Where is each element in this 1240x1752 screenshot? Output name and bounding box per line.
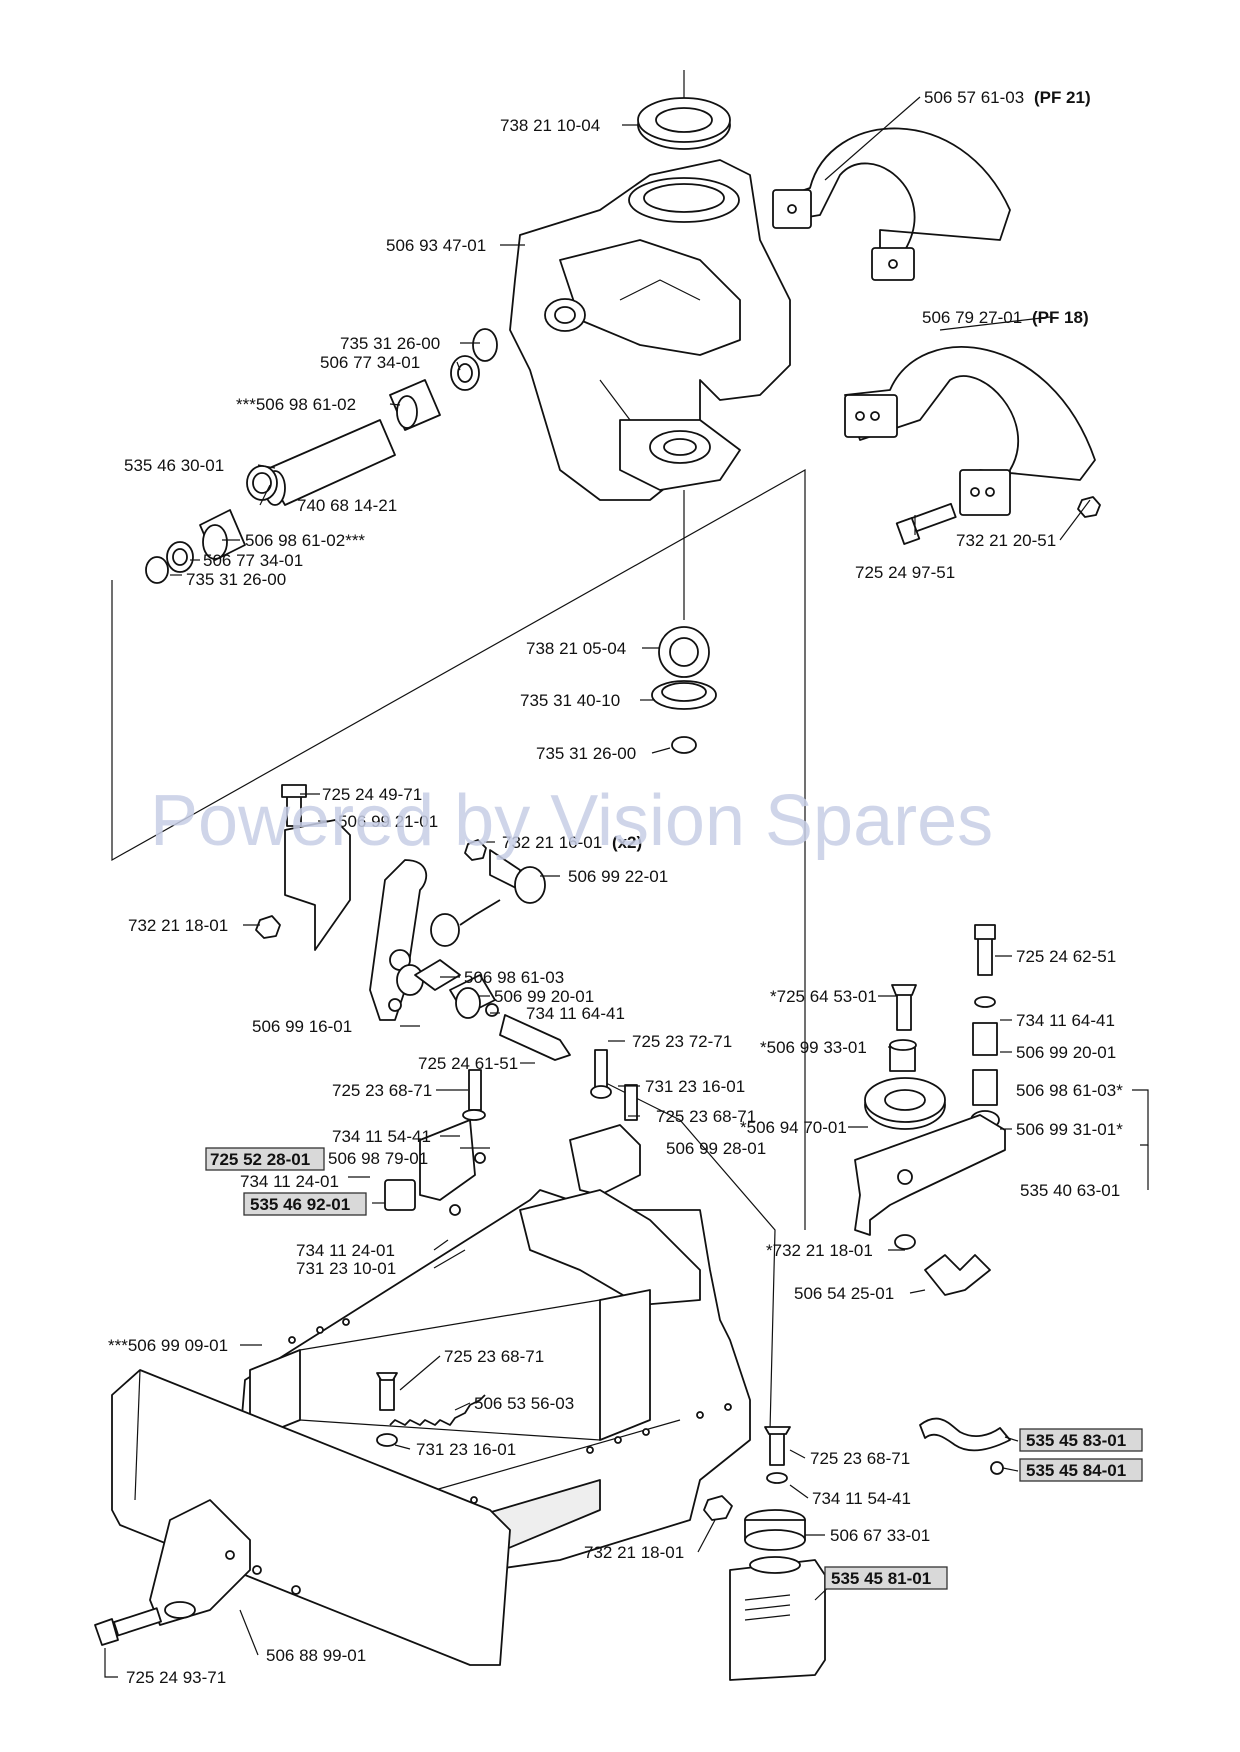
part-label: 506 98 61-03* xyxy=(1016,1081,1123,1100)
part-label: 506 93 47-01 xyxy=(386,236,486,255)
part-label: ***506 99 09-01 xyxy=(108,1336,228,1355)
part-label: 735 31 26-00 xyxy=(536,744,636,763)
part-label: 725 24 61-51 xyxy=(418,1054,518,1073)
hitch-nut xyxy=(703,1495,733,1521)
part-label: 725 23 68-71 xyxy=(332,1081,432,1100)
part-label: ***506 98 61-02 xyxy=(236,395,356,414)
part-label: 738 21 10-04 xyxy=(500,116,600,135)
part-label: 734 11 54-41 xyxy=(812,1489,911,1508)
part-label: 734 11 64-41 xyxy=(526,1004,625,1023)
reservoir-hose xyxy=(919,1417,1011,1475)
part-label: 738 21 05-04 xyxy=(526,639,626,658)
part-label: 506 77 34-01 xyxy=(203,551,303,570)
part-label: 506 99 20-01 xyxy=(494,987,594,1006)
part-label: 731 23 16-01 xyxy=(416,1440,516,1459)
part-label: 732 21 20-51 xyxy=(956,531,1056,550)
part-label: 506 98 79-01 xyxy=(328,1149,428,1168)
part-label: 732 21 16-01 (x2) xyxy=(502,833,642,852)
part-label: 506 79 27-01 (PF 18) xyxy=(922,308,1089,327)
part-label: 506 99 20-01 xyxy=(1016,1043,1116,1062)
part-label: 725 23 68-71 xyxy=(656,1107,756,1126)
part-label: *506 99 33-01 xyxy=(760,1038,867,1057)
lower-bearing-stack xyxy=(651,490,717,754)
assembly-boundary-line-2 xyxy=(599,1079,776,1431)
part-label: 506 57 61-03 (PF 21) xyxy=(924,88,1091,107)
idler-assembly xyxy=(854,924,1006,1296)
annotation-pf21: (PF 21) xyxy=(1034,88,1091,107)
part-label: *506 94 70-01 xyxy=(740,1118,847,1137)
part-label: 506 77 34-01 xyxy=(320,353,420,372)
annotation-pf18: (PF 18) xyxy=(1032,308,1089,327)
steering-linkage xyxy=(255,784,571,1061)
pivot-pin-stack xyxy=(145,328,498,584)
part-label: 735 31 26-00 xyxy=(340,334,440,353)
part-label: 506 98 61-02*** xyxy=(245,531,365,550)
belt-guide-bracket xyxy=(569,1049,641,1196)
part-label: 506 88 99-01 xyxy=(266,1646,366,1665)
part-label: *725 64 53-01 xyxy=(770,987,877,1006)
tension-spring xyxy=(376,1372,486,1447)
part-label: 535 46 30-01 xyxy=(124,456,224,475)
part-label: 734 11 64-41 xyxy=(1016,1011,1115,1030)
top-bearing xyxy=(637,70,731,150)
highlighted-part-label: 725 52 28-01 xyxy=(210,1150,310,1169)
front-bumper xyxy=(111,1369,511,1666)
clamp-pf18 xyxy=(844,346,1096,516)
part-label: 735 31 40-10 xyxy=(520,691,620,710)
clamp-pf21 xyxy=(772,127,1011,281)
part-label: 506 99 28-01 xyxy=(666,1139,766,1158)
main-housing xyxy=(509,159,791,501)
part-label: 740 68 14-21 xyxy=(297,496,397,515)
highlighted-part-label: 535 45 83-01 xyxy=(1026,1431,1126,1450)
part-label: 725 23 68-71 xyxy=(810,1449,910,1468)
highlighted-part-label: 535 46 92-01 xyxy=(250,1195,350,1214)
part-label: 731 23 10-01 xyxy=(296,1259,396,1278)
diagram-artwork xyxy=(94,70,1149,1681)
part-label: 725 24 49-71 xyxy=(322,785,422,804)
part-label: 725 23 72-71 xyxy=(632,1032,732,1051)
part-label: 506 99 21-01 xyxy=(338,812,438,831)
highlighted-part-label: 535 45 84-01 xyxy=(1026,1461,1126,1480)
part-label: *732 21 18-01 xyxy=(766,1241,873,1260)
leader-lines xyxy=(104,96,1149,1678)
part-label: 725 24 97-51 xyxy=(855,563,955,582)
watermark-text: Powered by Vision Spares xyxy=(150,781,993,861)
reservoir xyxy=(729,1426,826,1681)
part-label: 506 54 25-01 xyxy=(794,1284,894,1303)
part-label: 506 67 33-01 xyxy=(830,1526,930,1545)
part-label: 506 53 56-03 xyxy=(474,1394,574,1413)
part-label: 734 11 24-01 xyxy=(240,1172,339,1191)
part-label: 725 23 68-71 xyxy=(444,1347,544,1366)
part-label: 725 24 93-71 xyxy=(126,1668,226,1687)
part-label: 725 24 62-51 xyxy=(1016,947,1116,966)
part-label: 506 99 31-01* xyxy=(1016,1120,1123,1139)
part-label: 735 31 26-00 xyxy=(186,570,286,589)
part-label: 734 11 24-01 xyxy=(296,1241,395,1260)
part-label: 734 11 54-41 xyxy=(332,1127,431,1146)
highlighted-part-label: 535 45 81-01 xyxy=(831,1569,931,1588)
part-label: 732 21 18-01 xyxy=(584,1543,684,1562)
clamp-bolt xyxy=(895,496,1101,545)
highlight-boxes xyxy=(205,1147,1143,1590)
part-label: 731 23 16-01 xyxy=(645,1077,745,1096)
part-labels: 738 21 10-04 506 57 61-03 (PF 21) 506 93… xyxy=(108,88,1126,1687)
part-label: 732 21 18-01 xyxy=(128,916,228,935)
part-label: 506 98 61-03 xyxy=(464,968,564,987)
hinge-bracket xyxy=(94,1499,251,1646)
switch-bracket xyxy=(384,1069,486,1216)
part-label: 506 99 22-01 xyxy=(568,867,668,886)
assembly-boundary-line xyxy=(111,468,806,1230)
part-label: 535 40 63-01 xyxy=(1020,1181,1120,1200)
annotation-x2: (x2) xyxy=(612,833,642,852)
part-label: 506 99 16-01 xyxy=(252,1017,352,1036)
